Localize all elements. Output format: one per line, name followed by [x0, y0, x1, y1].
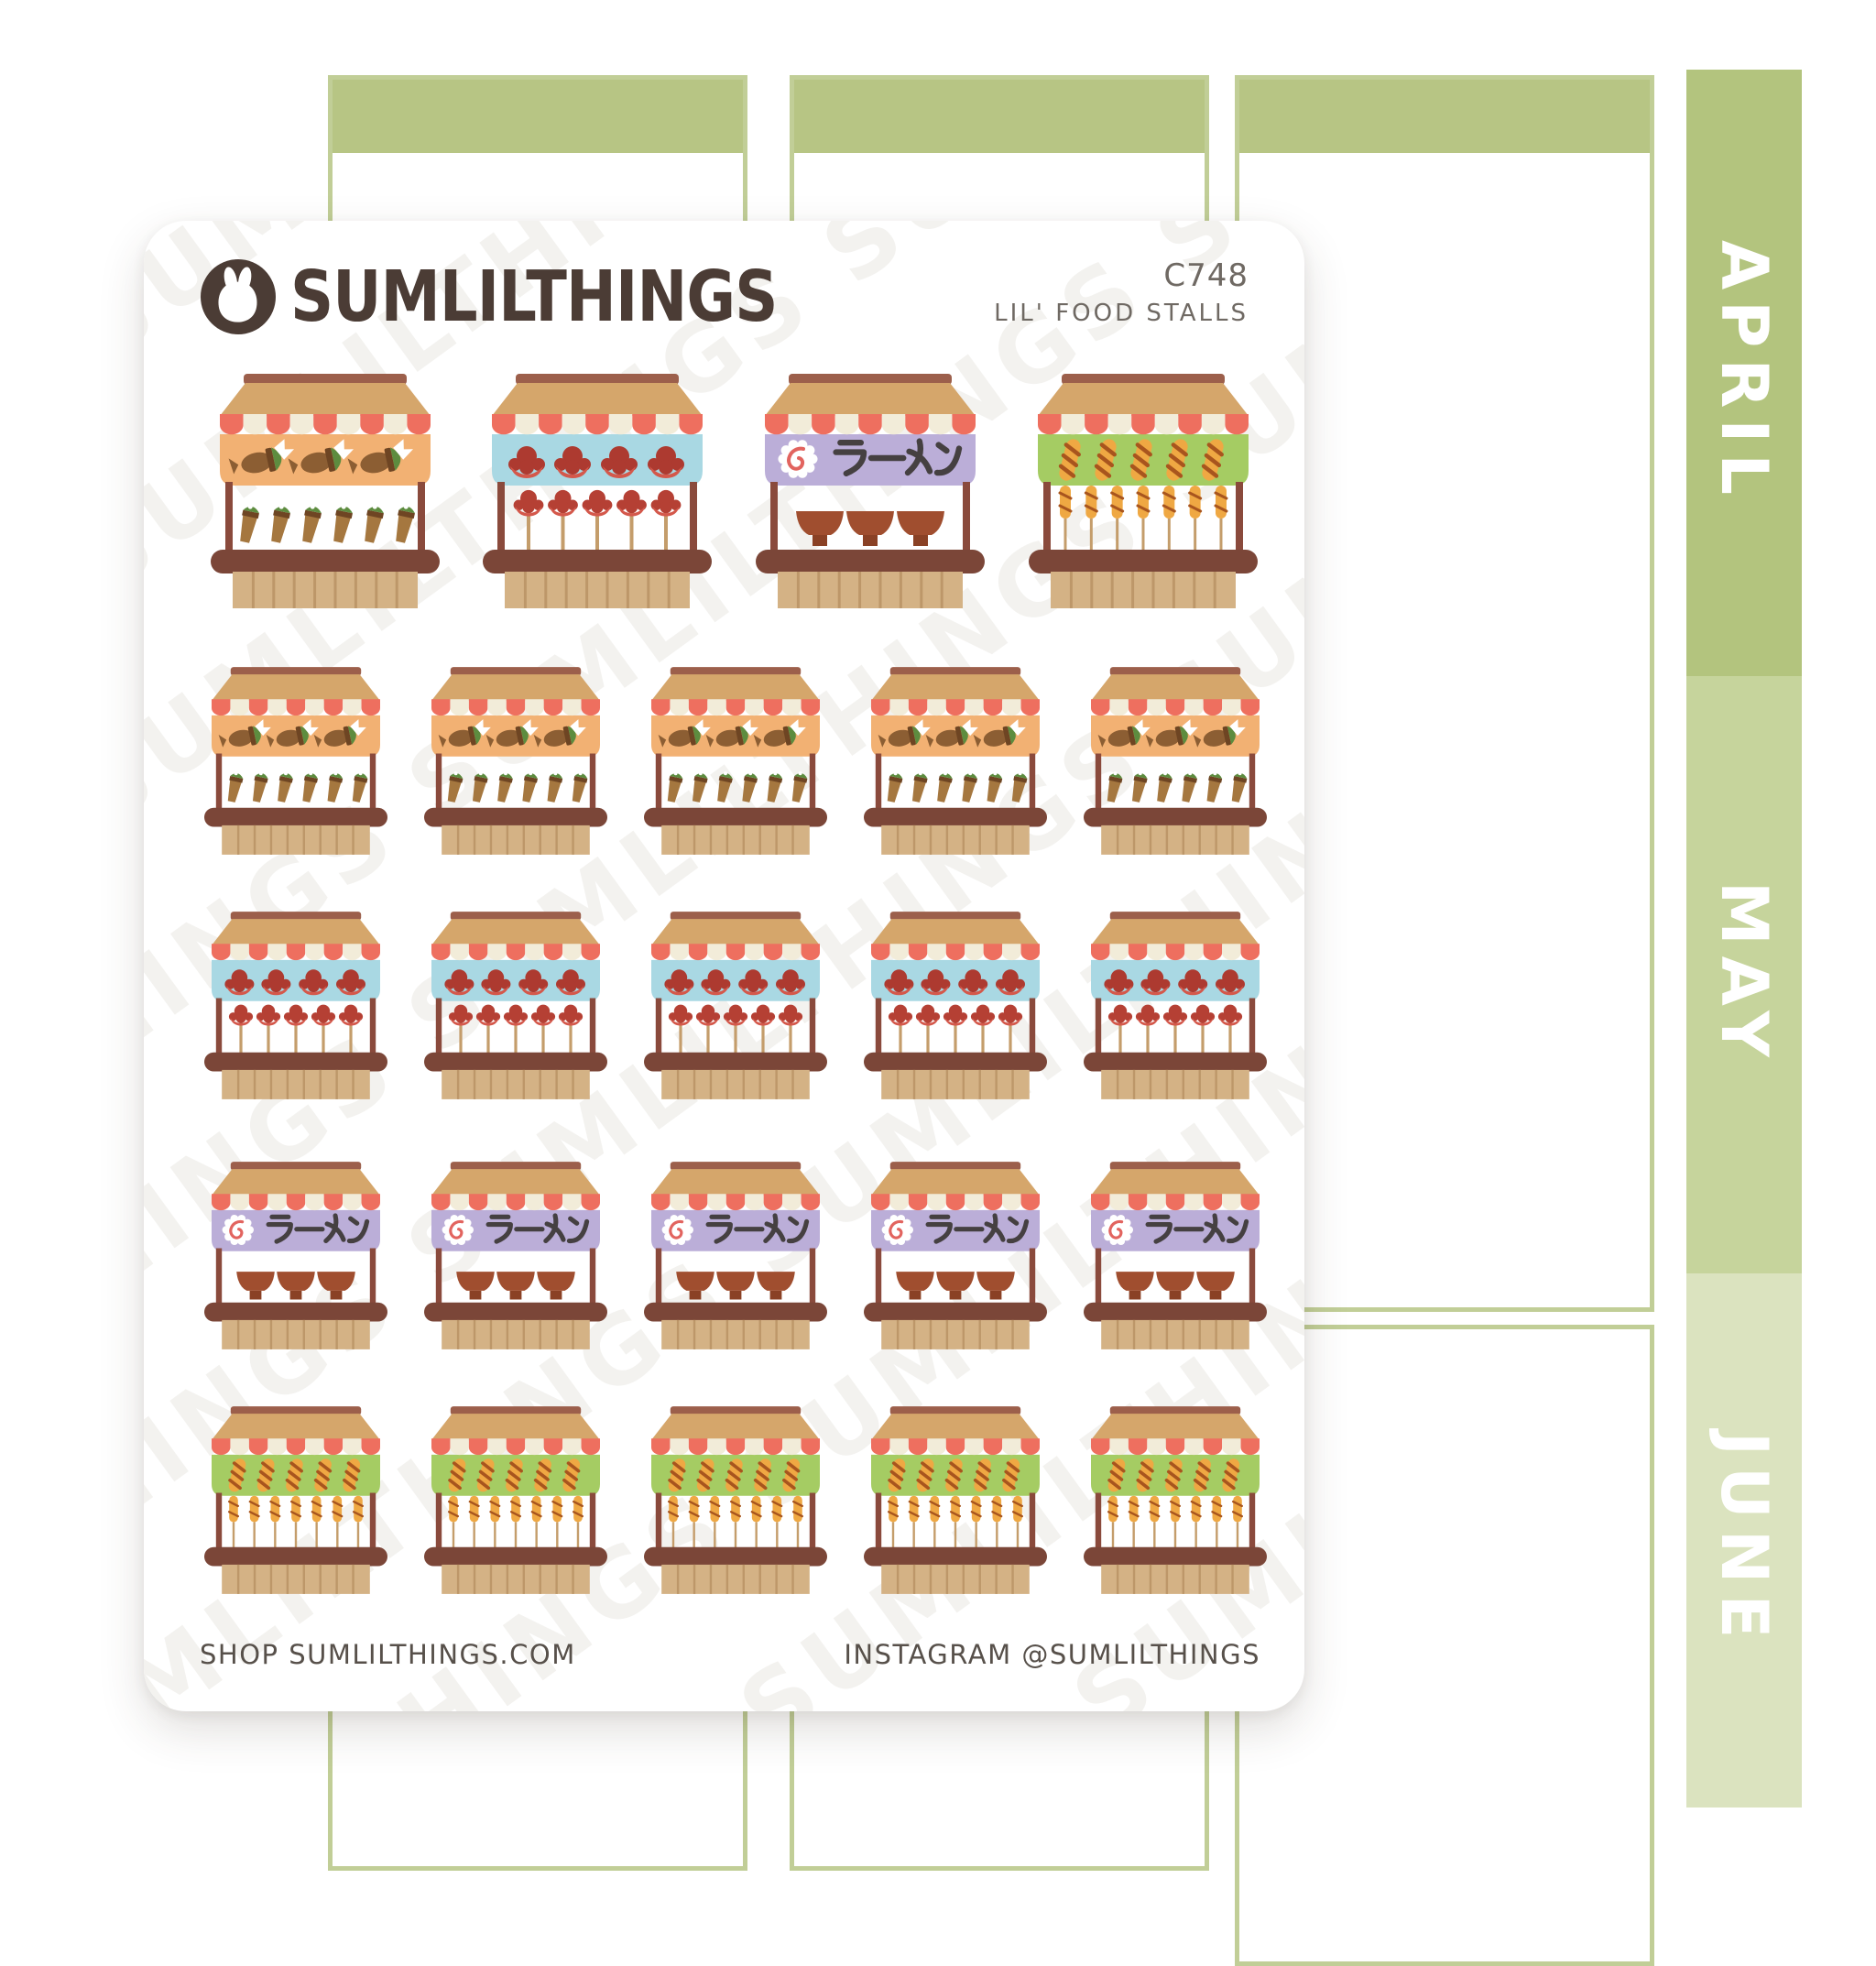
month-tab-april: APRIL — [1686, 70, 1802, 676]
sticker-food-stall-takoyaki — [483, 374, 712, 608]
sticker-sheet: SUMLILTHINGS SUMLILTHINGS SUMLILTHINGS S… — [144, 221, 1304, 1711]
sticker-food-stall-takoyaki — [1084, 912, 1267, 1099]
month-tab-june: JUNE — [1686, 1273, 1802, 1808]
sticker-food-stall-ramen — [644, 1162, 827, 1349]
sticker-food-stall-taiyaki — [864, 667, 1047, 855]
sticker-food-stall-takoyaki — [424, 912, 607, 1099]
sticker-food-stall-skewer — [1029, 374, 1258, 608]
planner-column-2-header — [794, 80, 1205, 153]
sticker-food-stall-ramen — [424, 1162, 607, 1349]
sticker-food-stall-taiyaki — [204, 667, 387, 855]
month-tab-june-label: JUNE — [1707, 1431, 1782, 1650]
sticker-food-stall-taiyaki — [1084, 667, 1267, 855]
product-photo-page: { "sheet": { "brand": "SUMLILTHINGS", "s… — [144, 70, 1802, 1966]
sticker-food-stall-taiyaki — [424, 667, 607, 855]
brand-name: SUMLILTHINGS — [290, 256, 778, 338]
sku-code: C748 — [1163, 257, 1249, 294]
planner-column-3-header — [1239, 80, 1650, 153]
month-tab-may-label: MAY — [1707, 881, 1782, 1068]
planner-column-1-header — [333, 80, 743, 153]
month-tab-april-label: APRIL — [1707, 239, 1782, 507]
sticker-food-stall-skewer — [424, 1406, 607, 1594]
sticker-food-stall-takoyaki — [644, 912, 827, 1099]
sticker-food-stall-ramen — [864, 1162, 1047, 1349]
sticker-food-stall-takoyaki — [204, 912, 387, 1099]
footer-instagram: INSTAGRAM @SUMLILTHINGS — [844, 1639, 1260, 1670]
sticker-food-stall-skewer — [864, 1406, 1047, 1594]
sticker-food-stall-takoyaki — [864, 912, 1047, 1099]
month-tab-may: MAY — [1686, 676, 1802, 1273]
sticker-food-stall-skewer — [204, 1406, 387, 1594]
sticker-food-stall-ramen — [1084, 1162, 1267, 1349]
sticker-food-stall-ramen — [756, 374, 985, 608]
sticker-food-stall-skewer — [644, 1406, 827, 1594]
sticker-food-stall-taiyaki — [644, 667, 827, 855]
sku-block: C748 LIL' FOOD STALLS — [994, 257, 1249, 327]
footer-shop-url: SHOP SUMLILTHINGS.COM — [200, 1639, 576, 1670]
bunny-logo-icon — [201, 259, 276, 334]
sticker-food-stall-taiyaki — [211, 374, 440, 608]
sheet-header: SUMLILTHINGS — [201, 256, 863, 338]
planner-column-3 — [1235, 75, 1654, 1312]
sticker-food-stall-skewer — [1084, 1406, 1267, 1594]
sheet-footer: SHOP SUMLILTHINGS.COM INSTAGRAM @SUMLILT… — [200, 1639, 1260, 1670]
sticker-food-stall-ramen — [204, 1162, 387, 1349]
product-name: LIL' FOOD STALLS — [994, 300, 1249, 327]
